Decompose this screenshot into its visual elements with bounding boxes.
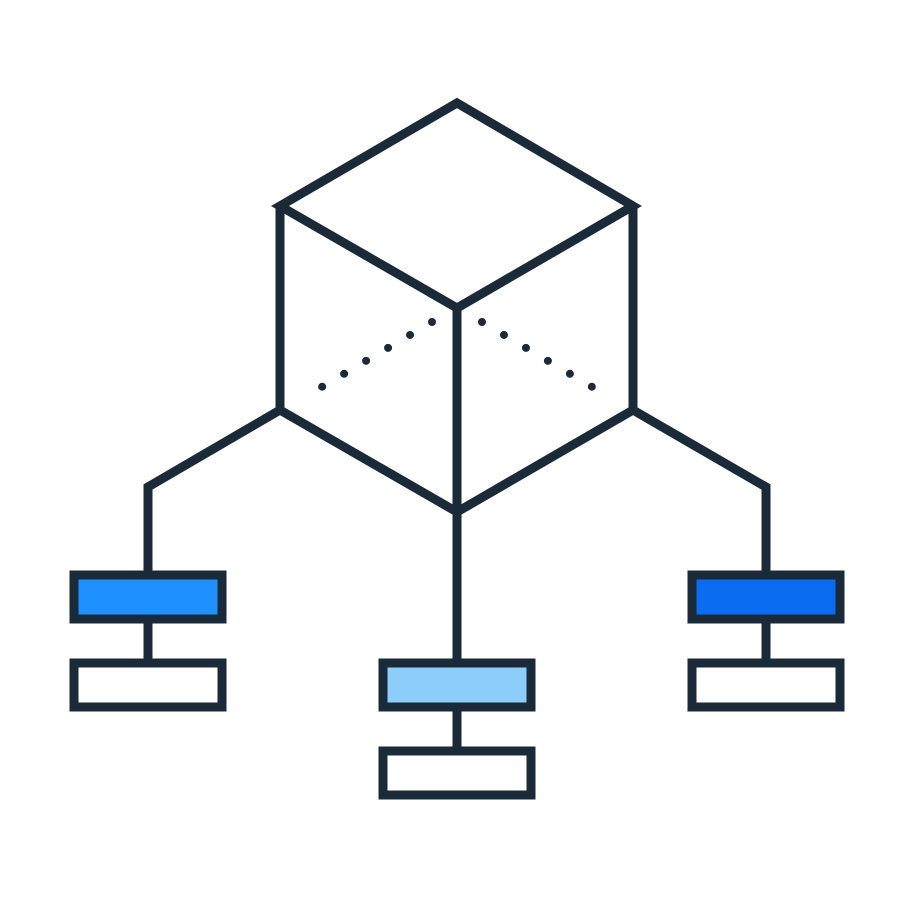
cube-hidden-edge-right bbox=[478, 318, 615, 402]
cube-top-face bbox=[271, 97, 642, 314]
right-bottom-box bbox=[687, 658, 845, 712]
right-top-box bbox=[687, 570, 845, 624]
connector-right bbox=[630, 406, 771, 574]
connector-left bbox=[143, 406, 283, 574]
cube-hidden-edge-left bbox=[299, 318, 436, 402]
left-bottom-box bbox=[69, 658, 227, 712]
cube-icon bbox=[271, 97, 642, 520]
left-top-box bbox=[69, 570, 227, 624]
hierarchy-boxes bbox=[69, 570, 845, 800]
cube-left-face-edge bbox=[275, 206, 462, 520]
connector-lines bbox=[143, 406, 771, 751]
center-bottom-box bbox=[378, 746, 536, 800]
center-top-box bbox=[378, 658, 536, 712]
